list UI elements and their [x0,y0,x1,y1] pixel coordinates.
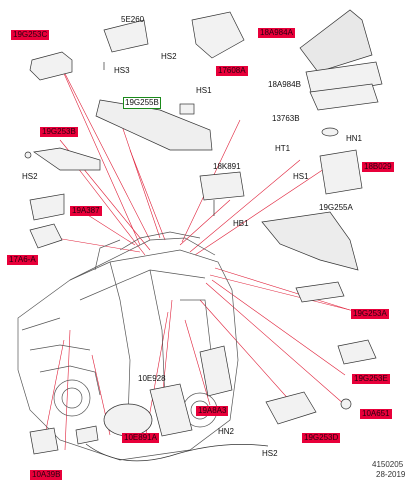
vehicle-outline [17,231,239,461]
callout-18a984b: 18A984B [268,80,301,89]
callout-13763b: 13763B [272,114,300,123]
callout-hb1: HB1 [233,219,249,228]
callout-19g253c: 19G253C [11,30,50,40]
callout-5e260: 5E260 [121,15,145,24]
callout-19g253d: 19G253D [302,433,341,443]
callout-hs2-bottom: HS2 [262,449,278,458]
callout-hs2-left: HS2 [22,172,38,181]
callout-19g253b: 19G253B [40,127,78,137]
callout-10a39b: 10A39B [30,470,63,480]
callout-19a387: 19A387 [70,206,102,216]
callout-18k891: 18K891 [213,162,241,171]
callout-hn2: HN2 [218,427,235,436]
callout-hs3: HS3 [114,66,130,75]
callout-18b029: 18B029 [362,162,394,172]
callout-19g255a: 19G255A [319,203,353,212]
callout-hs1-top: HS1 [196,86,212,95]
callout-19a8a3: 19A8A3 [196,406,229,416]
callout-hs2-top: HS2 [161,52,177,61]
part-drawings [24,9,383,462]
callout-19g253e: 19G253E [352,374,390,384]
callout-hn1: HN1 [346,134,363,143]
callout-19g255b: 19G255B [123,97,161,109]
callout-17a6-a: 17A6-A [7,255,38,265]
callout-17608a: 17608A [216,66,248,76]
reference-date: 28-2019 [376,470,406,479]
callout-10a651: 10A651 [360,409,392,419]
callout-ht1: HT1 [275,144,291,153]
callout-10e928: 10E928 [138,374,166,383]
leader-lines [43,59,371,451]
callout-18a984a: 18A984A [258,28,295,38]
callout-19g253a: 19G253A [351,309,389,319]
callout-hs1-right: HS1 [293,172,309,181]
reference-number: 4150205 [372,460,404,469]
callout-10e891a: 10E891A [122,433,159,443]
